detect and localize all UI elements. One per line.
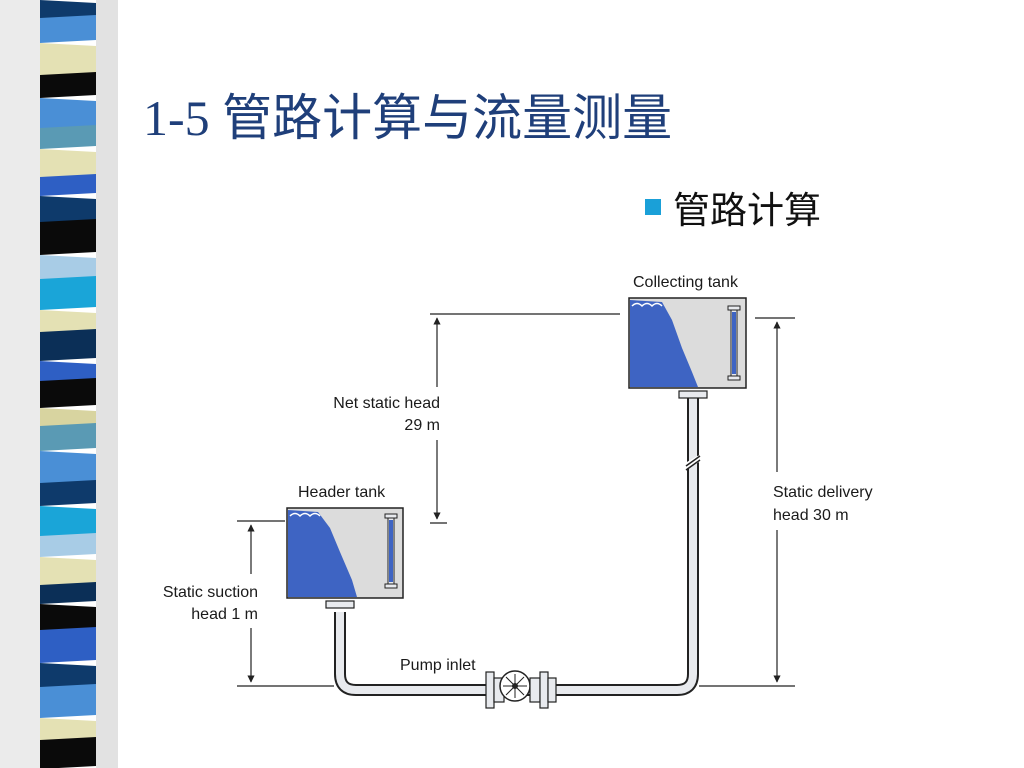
reference-lines bbox=[237, 313, 795, 687]
header-tank-label: Header tank bbox=[298, 484, 386, 501]
sidebar-stripe bbox=[40, 627, 96, 663]
sidebar-stripe bbox=[40, 72, 96, 98]
square-bullet-icon bbox=[645, 199, 661, 215]
header-tank bbox=[286, 507, 404, 599]
static-suction-label: Static suction bbox=[163, 584, 258, 601]
sidebar-stripe bbox=[40, 684, 96, 718]
sidebar-stripe bbox=[40, 174, 96, 196]
sidebar-stripe bbox=[40, 737, 96, 768]
net-static-head-value: 29 m bbox=[404, 417, 440, 434]
collecting-tank-water bbox=[630, 300, 698, 387]
sidebar-stripe bbox=[40, 582, 96, 604]
sidebar-stripe bbox=[40, 604, 96, 633]
pump-inlet-label: Pump inlet bbox=[400, 657, 476, 674]
static-suction-value: head 1 m bbox=[191, 606, 258, 623]
collecting-tank bbox=[628, 297, 747, 389]
sidebar-stripe bbox=[40, 98, 96, 131]
net-static-head-label: Net static head bbox=[333, 395, 440, 412]
slide-title: 1-5 管路计算与流量测量 bbox=[143, 90, 673, 146]
collecting-tank-label: Collecting tank bbox=[633, 274, 739, 291]
sidebar-stripe bbox=[40, 43, 96, 78]
static-delivery-value: head 30 m bbox=[773, 507, 849, 524]
sidebar-stripe bbox=[40, 310, 96, 335]
header-tank-water bbox=[288, 510, 357, 597]
sidebar-stripe bbox=[40, 423, 96, 451]
bullet-item: 管路计算 bbox=[645, 180, 821, 234]
sidebar-stripe bbox=[40, 451, 96, 486]
decorative-stripe-sidebar bbox=[0, 0, 118, 768]
sidebar-stripe bbox=[40, 329, 96, 361]
pipe-break-mark bbox=[684, 455, 702, 471]
pump-icon bbox=[485, 670, 557, 709]
sidebar-stripe bbox=[40, 125, 96, 149]
sidebar-stripe bbox=[40, 663, 96, 690]
sidebar-stripe bbox=[40, 149, 96, 180]
sidebar-stripe bbox=[40, 718, 96, 743]
sidebar-stripe bbox=[40, 15, 96, 43]
sidebar-stripe bbox=[40, 276, 96, 310]
bullet-text: 管路计算 bbox=[673, 189, 821, 232]
sidebar-stripe bbox=[40, 255, 96, 282]
sidebar-stripe bbox=[40, 378, 96, 408]
sidebar-stripe bbox=[40, 557, 96, 588]
sidebar-stripe bbox=[40, 361, 96, 384]
static-delivery-label: Static delivery bbox=[773, 484, 873, 501]
header-tank-flange bbox=[325, 600, 355, 609]
sidebar-stripe bbox=[40, 219, 96, 255]
sidebar-stripe bbox=[40, 196, 96, 225]
sidebar-stripe bbox=[40, 506, 96, 539]
sidebar-stripe bbox=[40, 480, 96, 506]
sidebar-stripe bbox=[40, 533, 96, 557]
collecting-tank-flange bbox=[678, 390, 708, 399]
